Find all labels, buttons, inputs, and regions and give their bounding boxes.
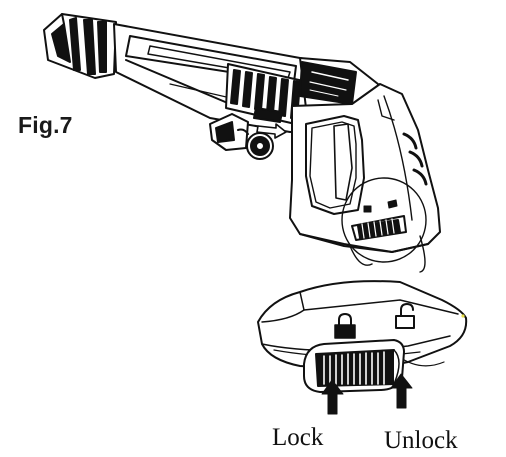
detail-callout	[341, 177, 427, 273]
lock-arrow-icon	[321, 379, 344, 415]
handle-lock-roller	[351, 199, 407, 241]
unlock-caption: Unlock	[384, 427, 458, 454]
release-marking	[253, 107, 287, 139]
unlock-arrow-icon	[390, 373, 413, 409]
lock-caption: Lock	[272, 424, 324, 451]
enlarged-lock-detail	[257, 280, 468, 393]
nozzle-tip	[43, 13, 117, 79]
release-lever	[209, 113, 274, 160]
closed-padlock-icon	[334, 313, 356, 339]
open-padlock-icon	[395, 303, 415, 329]
highlight-dot	[461, 314, 465, 318]
figure-label: Fig.7	[18, 112, 73, 138]
